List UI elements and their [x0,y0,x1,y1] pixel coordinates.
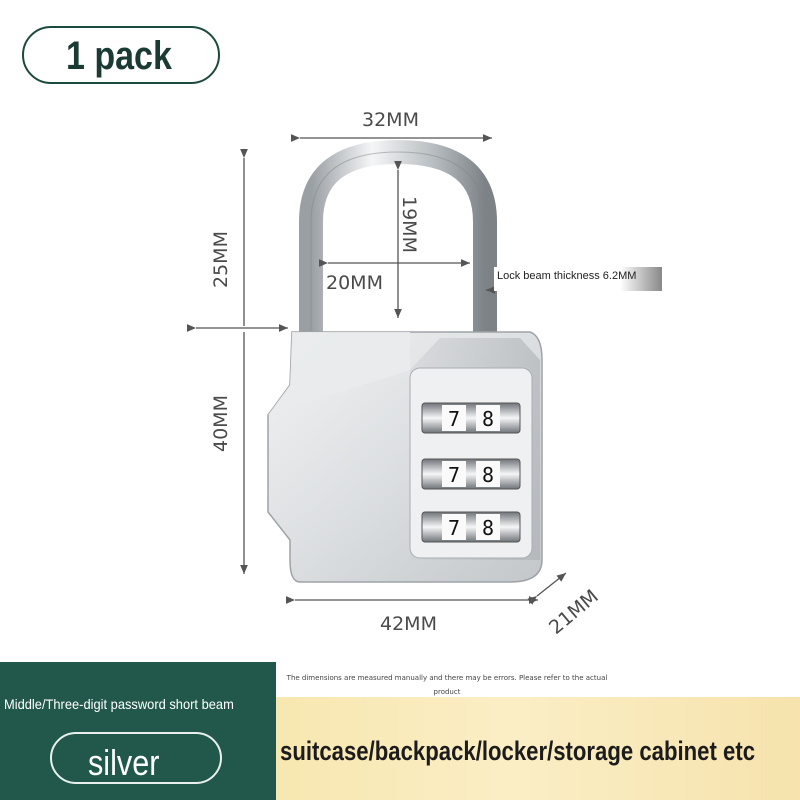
dim-label-20mm: 20MM [326,272,383,294]
dim-label-19mm: 19MM [398,196,420,253]
beam-thickness-label: Lock beam thickness 6.2MM [497,270,637,282]
dial-2 [421,458,521,490]
padlock-illustration: 7 8 7 8 7 8 [186,134,567,605]
variant-panel [0,662,276,800]
dim-label-25mm: 25MM [210,231,232,288]
dial-1 [421,402,521,434]
dial-1-left-digit: 7 [448,407,460,431]
dim-label-40mm: 40MM [210,395,232,452]
dial-3 [421,511,521,543]
dim-label-32mm: 32MM [362,109,419,131]
usage-text: suitcase/backpack/locker/storage cabinet… [280,736,756,766]
lock-body [267,331,543,583]
pack-badge-label: 1 pack [66,34,172,78]
dial-3-right-digit: 8 [482,516,494,540]
dial-3-left-digit: 7 [448,516,460,540]
pack-badge [22,26,220,84]
usage-banner [276,697,800,800]
dial-2-left-digit: 7 [448,463,460,487]
color-badge [50,732,222,784]
disclaimer-note: The dimensions are measured manually and… [286,674,608,696]
dim-line-21mm [527,572,567,605]
beam-thickness-callout [494,267,662,291]
color-badge-label: silver [88,742,160,783]
dial-1-right-digit: 8 [482,407,494,431]
variant-description: Middle/Three-digit password short beam [4,696,234,712]
dim-label-42mm: 42MM [380,613,437,635]
dial-2-right-digit: 8 [482,463,494,487]
